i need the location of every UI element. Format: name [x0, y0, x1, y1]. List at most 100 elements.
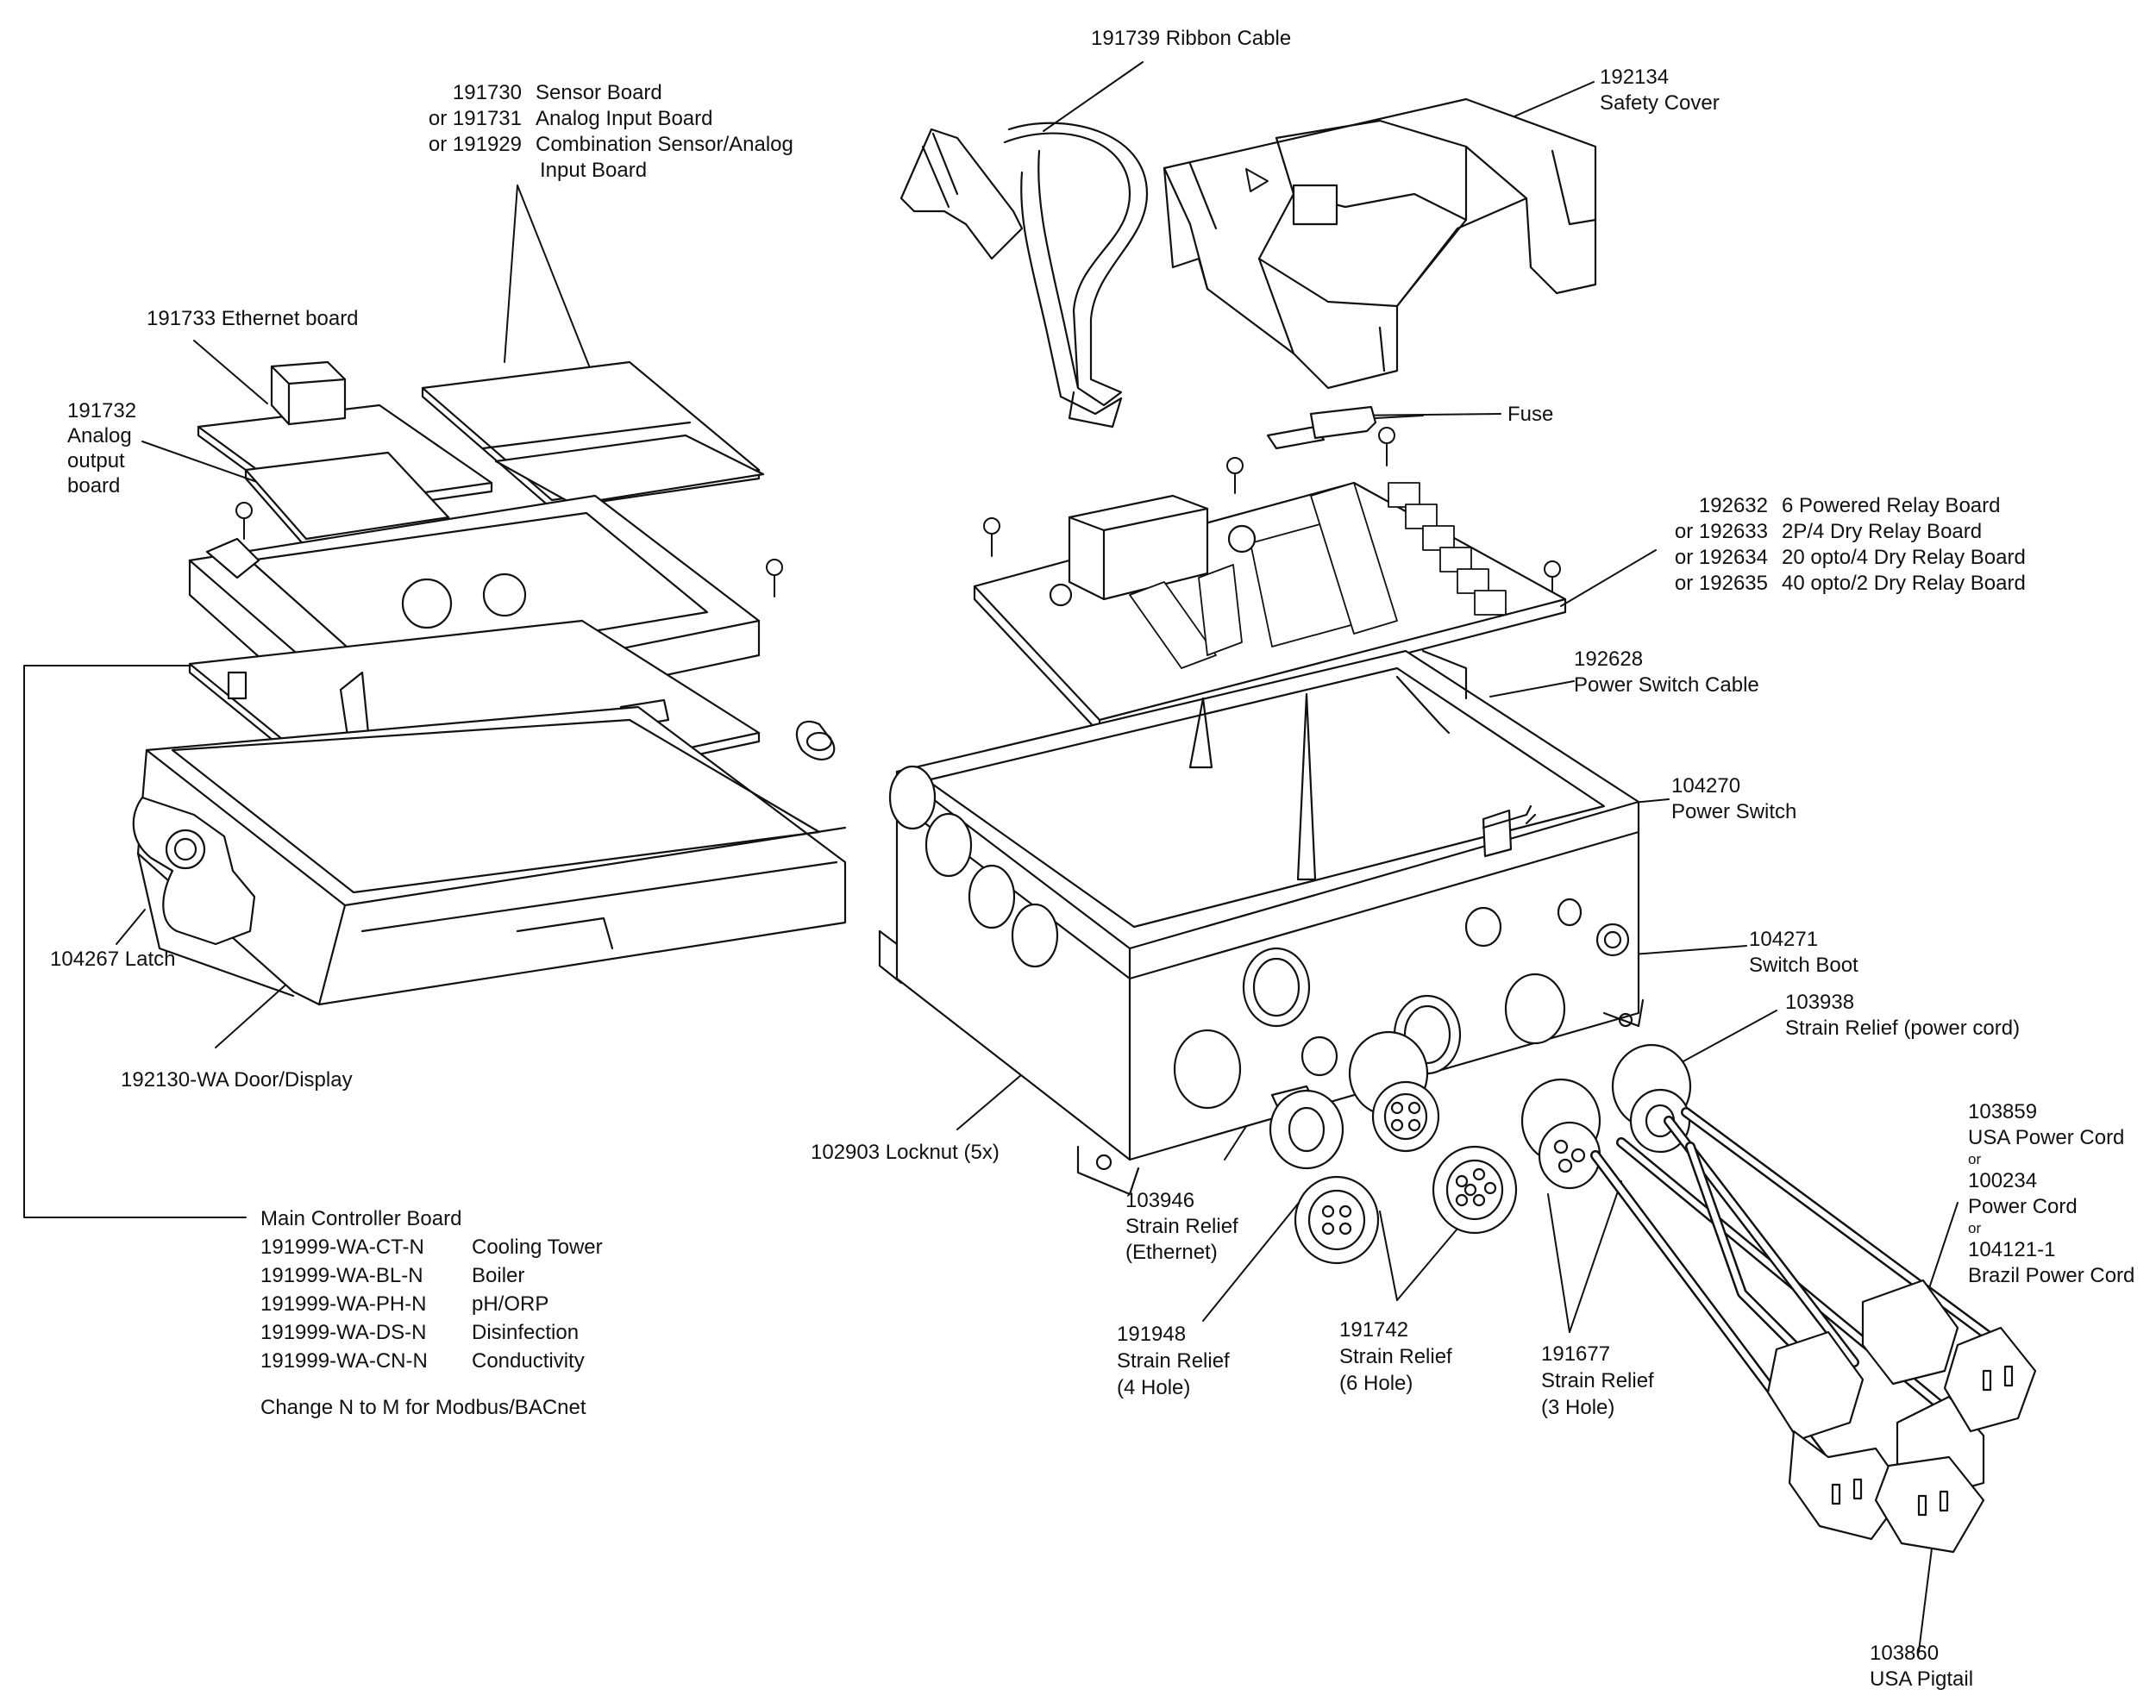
label-sensor-board: 191730 Sensor Board or 191731 Analog Inp…	[414, 80, 793, 184]
power-switch-cable-part-number: 192628	[1574, 648, 1644, 671]
relay-desc: 20 opto/4 Dry Relay Board	[1782, 546, 2026, 569]
power-cord-part-number: 103859	[1968, 1100, 2038, 1123]
label-strain-relief-power: 103938 Strain Relief (power cord)	[1785, 990, 2020, 1042]
power-cord-name: USA Power Cord	[1968, 1126, 2125, 1149]
main-controller-row: 191999-WA-CN-N Conductivity	[260, 1347, 603, 1375]
safety-cover-name: Safety Cover	[1600, 91, 1720, 115]
sensor-pn: 191731	[452, 107, 522, 130]
strain-relief-6-part-number: 191742	[1339, 1318, 1409, 1342]
sensor-board-row: Input Board	[414, 158, 793, 184]
sensor-board-row: or 191929 Combination Sensor/Analog	[414, 132, 793, 158]
main-controller-desc: Boiler	[472, 1264, 525, 1287]
safety-cover-art	[1163, 97, 1597, 390]
strain-relief-3-part-number: 191677	[1541, 1342, 1611, 1366]
switch-boot-part-number: 104271	[1749, 928, 1819, 951]
sensor-board-row: or 191731 Analog Input Board	[414, 106, 793, 132]
main-controller-row: 191999-WA-CT-N Cooling Tower	[260, 1233, 603, 1261]
power-cord-name: Power Cord	[1968, 1195, 2078, 1218]
relay-desc: 2P/4 Dry Relay Board	[1782, 520, 1983, 543]
analog-output-line: Analog	[67, 424, 132, 447]
label-strain-relief-4-hole: 191948 Strain Relief (4 Hole)	[1117, 1321, 1230, 1401]
strain-relief-3-name: Strain Relief	[1541, 1369, 1654, 1392]
main-controller-desc: Cooling Tower	[472, 1236, 603, 1259]
power-switch-cable-name: Power Switch Cable	[1574, 673, 1759, 697]
label-ribbon-cable: 191739 Ribbon Cable	[1091, 27, 1292, 50]
label-main-controller-board: Main Controller Board 191999-WA-CT-N Coo…	[260, 1204, 603, 1375]
main-controller-code: 191999-WA-BL-N	[260, 1264, 423, 1287]
relay-pn: 192632	[1698, 494, 1768, 517]
main-controller-desc: Conductivity	[472, 1349, 585, 1373]
sensor-pn: 191929	[452, 133, 522, 156]
sensor-desc: Combination Sensor/Analog	[536, 133, 793, 156]
leader-lines	[23, 61, 1959, 1652]
relay-desc: 40 opto/2 Dry Relay Board	[1782, 572, 2026, 595]
fuse-art	[1266, 405, 1424, 450]
label-power-cords: 103859 USA Power Cord or 100234 Power Co…	[1968, 1099, 2134, 1289]
enclosure-base-art	[878, 649, 1645, 1196]
relay-pn: 192635	[1698, 572, 1768, 595]
strain-relief-ethernet-part-number: 103946	[1125, 1189, 1195, 1212]
relay-prefix: or	[1674, 520, 1699, 543]
relay-board-row: or 192633 2P/4 Dry Relay Board	[1660, 519, 2026, 545]
main-controller-desc: Disinfection	[472, 1321, 580, 1344]
label-relay-boards: 192632 6 Powered Relay Board or 192633 2…	[1660, 493, 2026, 597]
door-display-art	[132, 705, 847, 1006]
relay-pn: 192634	[1698, 546, 1768, 569]
relay-desc: 6 Powered Relay Board	[1782, 494, 2001, 517]
analog-output-line: output	[67, 449, 125, 472]
main-controller-code: 191999-WA-DS-N	[260, 1321, 427, 1344]
usa-pigtail-name: USA Pigtail	[1870, 1667, 1974, 1691]
label-power-switch: 104270 Power Switch	[1671, 773, 1796, 825]
label-door-display: 192130-WA Door/Display	[121, 1068, 353, 1092]
strain-relief-6-name: Strain Relief	[1339, 1345, 1452, 1368]
main-controller-code: 191999-WA-PH-N	[260, 1292, 427, 1316]
main-controller-row: 191999-WA-DS-N Disinfection	[260, 1318, 603, 1347]
main-controller-code: 191999-WA-CN-N	[260, 1349, 428, 1373]
label-strain-relief-3-hole: 191677 Strain Relief (3 Hole)	[1541, 1341, 1654, 1421]
sensor-prefix: or	[428, 107, 453, 130]
label-locknut: 102903 Locknut (5x)	[811, 1141, 1000, 1164]
relay-prefix: or	[1674, 572, 1699, 595]
power-cord-part-number: 100234	[1968, 1169, 2038, 1192]
strain-relief-power-name: Strain Relief (power cord)	[1785, 1017, 2021, 1040]
ribbon-cable-art	[899, 122, 1149, 429]
label-strain-relief-ethernet: 103946 Strain Relief (Ethernet)	[1125, 1188, 1238, 1266]
strain-relief-4-name: Strain Relief	[1117, 1349, 1230, 1373]
sensor-desc: Analog Input Board	[536, 107, 713, 130]
label-usa-pigtail: 103860 USA Pigtail	[1870, 1641, 1973, 1692]
power-cord-or: or	[1968, 1151, 1982, 1167]
sensor-desc: Input Board	[540, 159, 648, 182]
main-controller-code: 191999-WA-CT-N	[260, 1236, 424, 1259]
sensor-desc: Sensor Board	[536, 81, 662, 104]
sensor-prefix: or	[428, 133, 453, 156]
relay-pn: 192633	[1698, 520, 1768, 543]
sensor-pn: 191730	[452, 81, 522, 104]
power-switch-part-number: 104270	[1671, 774, 1741, 798]
main-controller-row: 191999-WA-PH-N pH/ORP	[260, 1290, 603, 1318]
label-latch: 104267 Latch	[50, 948, 176, 971]
analog-output-line: board	[67, 474, 121, 497]
label-analog-output-board: 191732 Analog output board	[67, 398, 136, 498]
switch-boot-name: Switch Boot	[1749, 954, 1858, 977]
strain-relief-3-note: (3 Hole)	[1541, 1396, 1615, 1419]
label-ethernet-board: 191733 Ethernet board	[147, 307, 359, 330]
label-switch-boot: 104271 Switch Boot	[1749, 927, 1858, 979]
strain-relief-4-part-number: 191948	[1117, 1323, 1187, 1346]
safety-cover-part-number: 192134	[1600, 66, 1670, 89]
sensor-board-art	[421, 360, 765, 510]
label-power-switch-cable: 192628 Power Switch Cable	[1574, 647, 1759, 698]
main-controller-row: 191999-WA-BL-N Boiler	[260, 1261, 603, 1290]
strain-relief-6-note: (6 Hole)	[1339, 1372, 1413, 1395]
strain-relief-4-note: (4 Hole)	[1117, 1376, 1191, 1399]
label-strain-relief-6-hole: 191742 Strain Relief (6 Hole)	[1339, 1317, 1452, 1397]
strain-relief-ethernet-note: (Ethernet)	[1125, 1241, 1218, 1264]
power-switch-name: Power Switch	[1671, 800, 1797, 823]
relay-prefix: or	[1674, 546, 1699, 569]
analog-output-part-number: 191732	[67, 399, 137, 422]
power-cord-part-number: 104121-1	[1968, 1238, 2056, 1261]
power-cord-or: or	[1968, 1220, 1982, 1236]
relay-board-row: 192632 6 Powered Relay Board	[1660, 493, 2026, 519]
power-cord-name: Brazil Power Cord	[1968, 1264, 2135, 1287]
